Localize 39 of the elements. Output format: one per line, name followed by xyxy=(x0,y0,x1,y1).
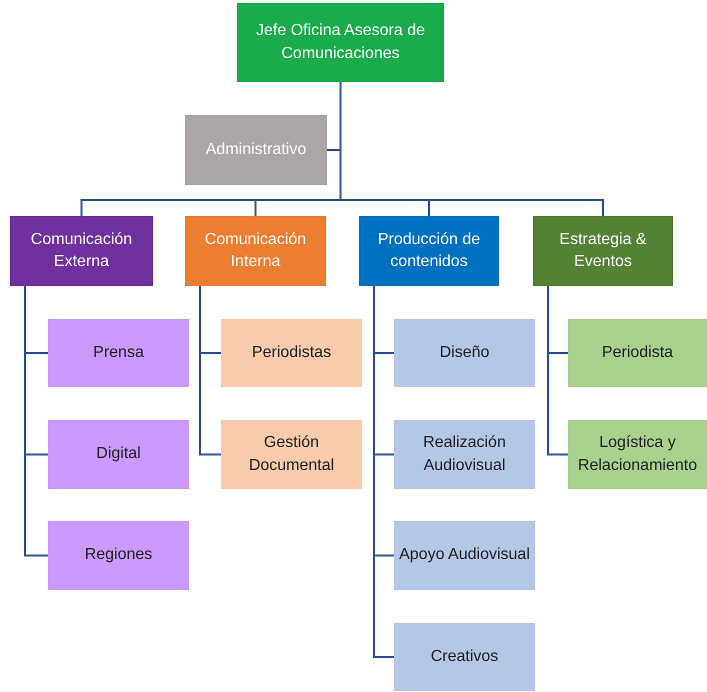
box-label: Creativos xyxy=(430,646,498,667)
box-label: Gestión Documental xyxy=(248,433,336,476)
org-box xyxy=(394,623,535,691)
connector-line xyxy=(373,286,394,658)
box-label: Apoyo Audiovisual xyxy=(399,545,530,566)
connector-line xyxy=(199,286,221,456)
org-box xyxy=(48,319,189,387)
connector-line xyxy=(340,82,604,216)
box-label: Regiones xyxy=(84,545,152,566)
box-label: Jefe Oficina Asesora de Comunicaciones xyxy=(255,21,426,64)
box-label: Prensa xyxy=(93,342,144,363)
box-label: Estrategia & Eventos xyxy=(558,230,648,272)
org-box xyxy=(10,216,153,286)
org-box xyxy=(185,216,326,286)
org-box xyxy=(394,319,535,387)
connector-line xyxy=(547,286,568,456)
org-box xyxy=(359,216,499,286)
box-label: Diseño xyxy=(440,342,490,363)
org-box xyxy=(568,420,707,489)
org-box xyxy=(48,420,189,489)
org-box xyxy=(394,521,535,590)
org-box xyxy=(394,420,535,489)
org-box xyxy=(221,420,362,489)
box-label: Digital xyxy=(96,444,141,464)
box-label: Producción de contenidos xyxy=(376,230,482,272)
org-box xyxy=(568,319,707,387)
connector-line xyxy=(24,286,48,556)
box-label: Periodista xyxy=(602,342,674,363)
org-box xyxy=(533,216,673,286)
box-label: Administrativo xyxy=(206,140,306,160)
org-box xyxy=(48,521,189,590)
org-box xyxy=(237,3,444,82)
box-label: Comunicación Externa xyxy=(30,230,134,272)
box-label: Comunicación Interna xyxy=(204,230,308,272)
box-label: Periodistas xyxy=(252,342,332,363)
box-label: Logística y Relacionamiento xyxy=(576,433,698,476)
org-box xyxy=(221,319,362,387)
box-label: Realización Audiovisual xyxy=(422,433,507,476)
org-box xyxy=(185,115,327,185)
